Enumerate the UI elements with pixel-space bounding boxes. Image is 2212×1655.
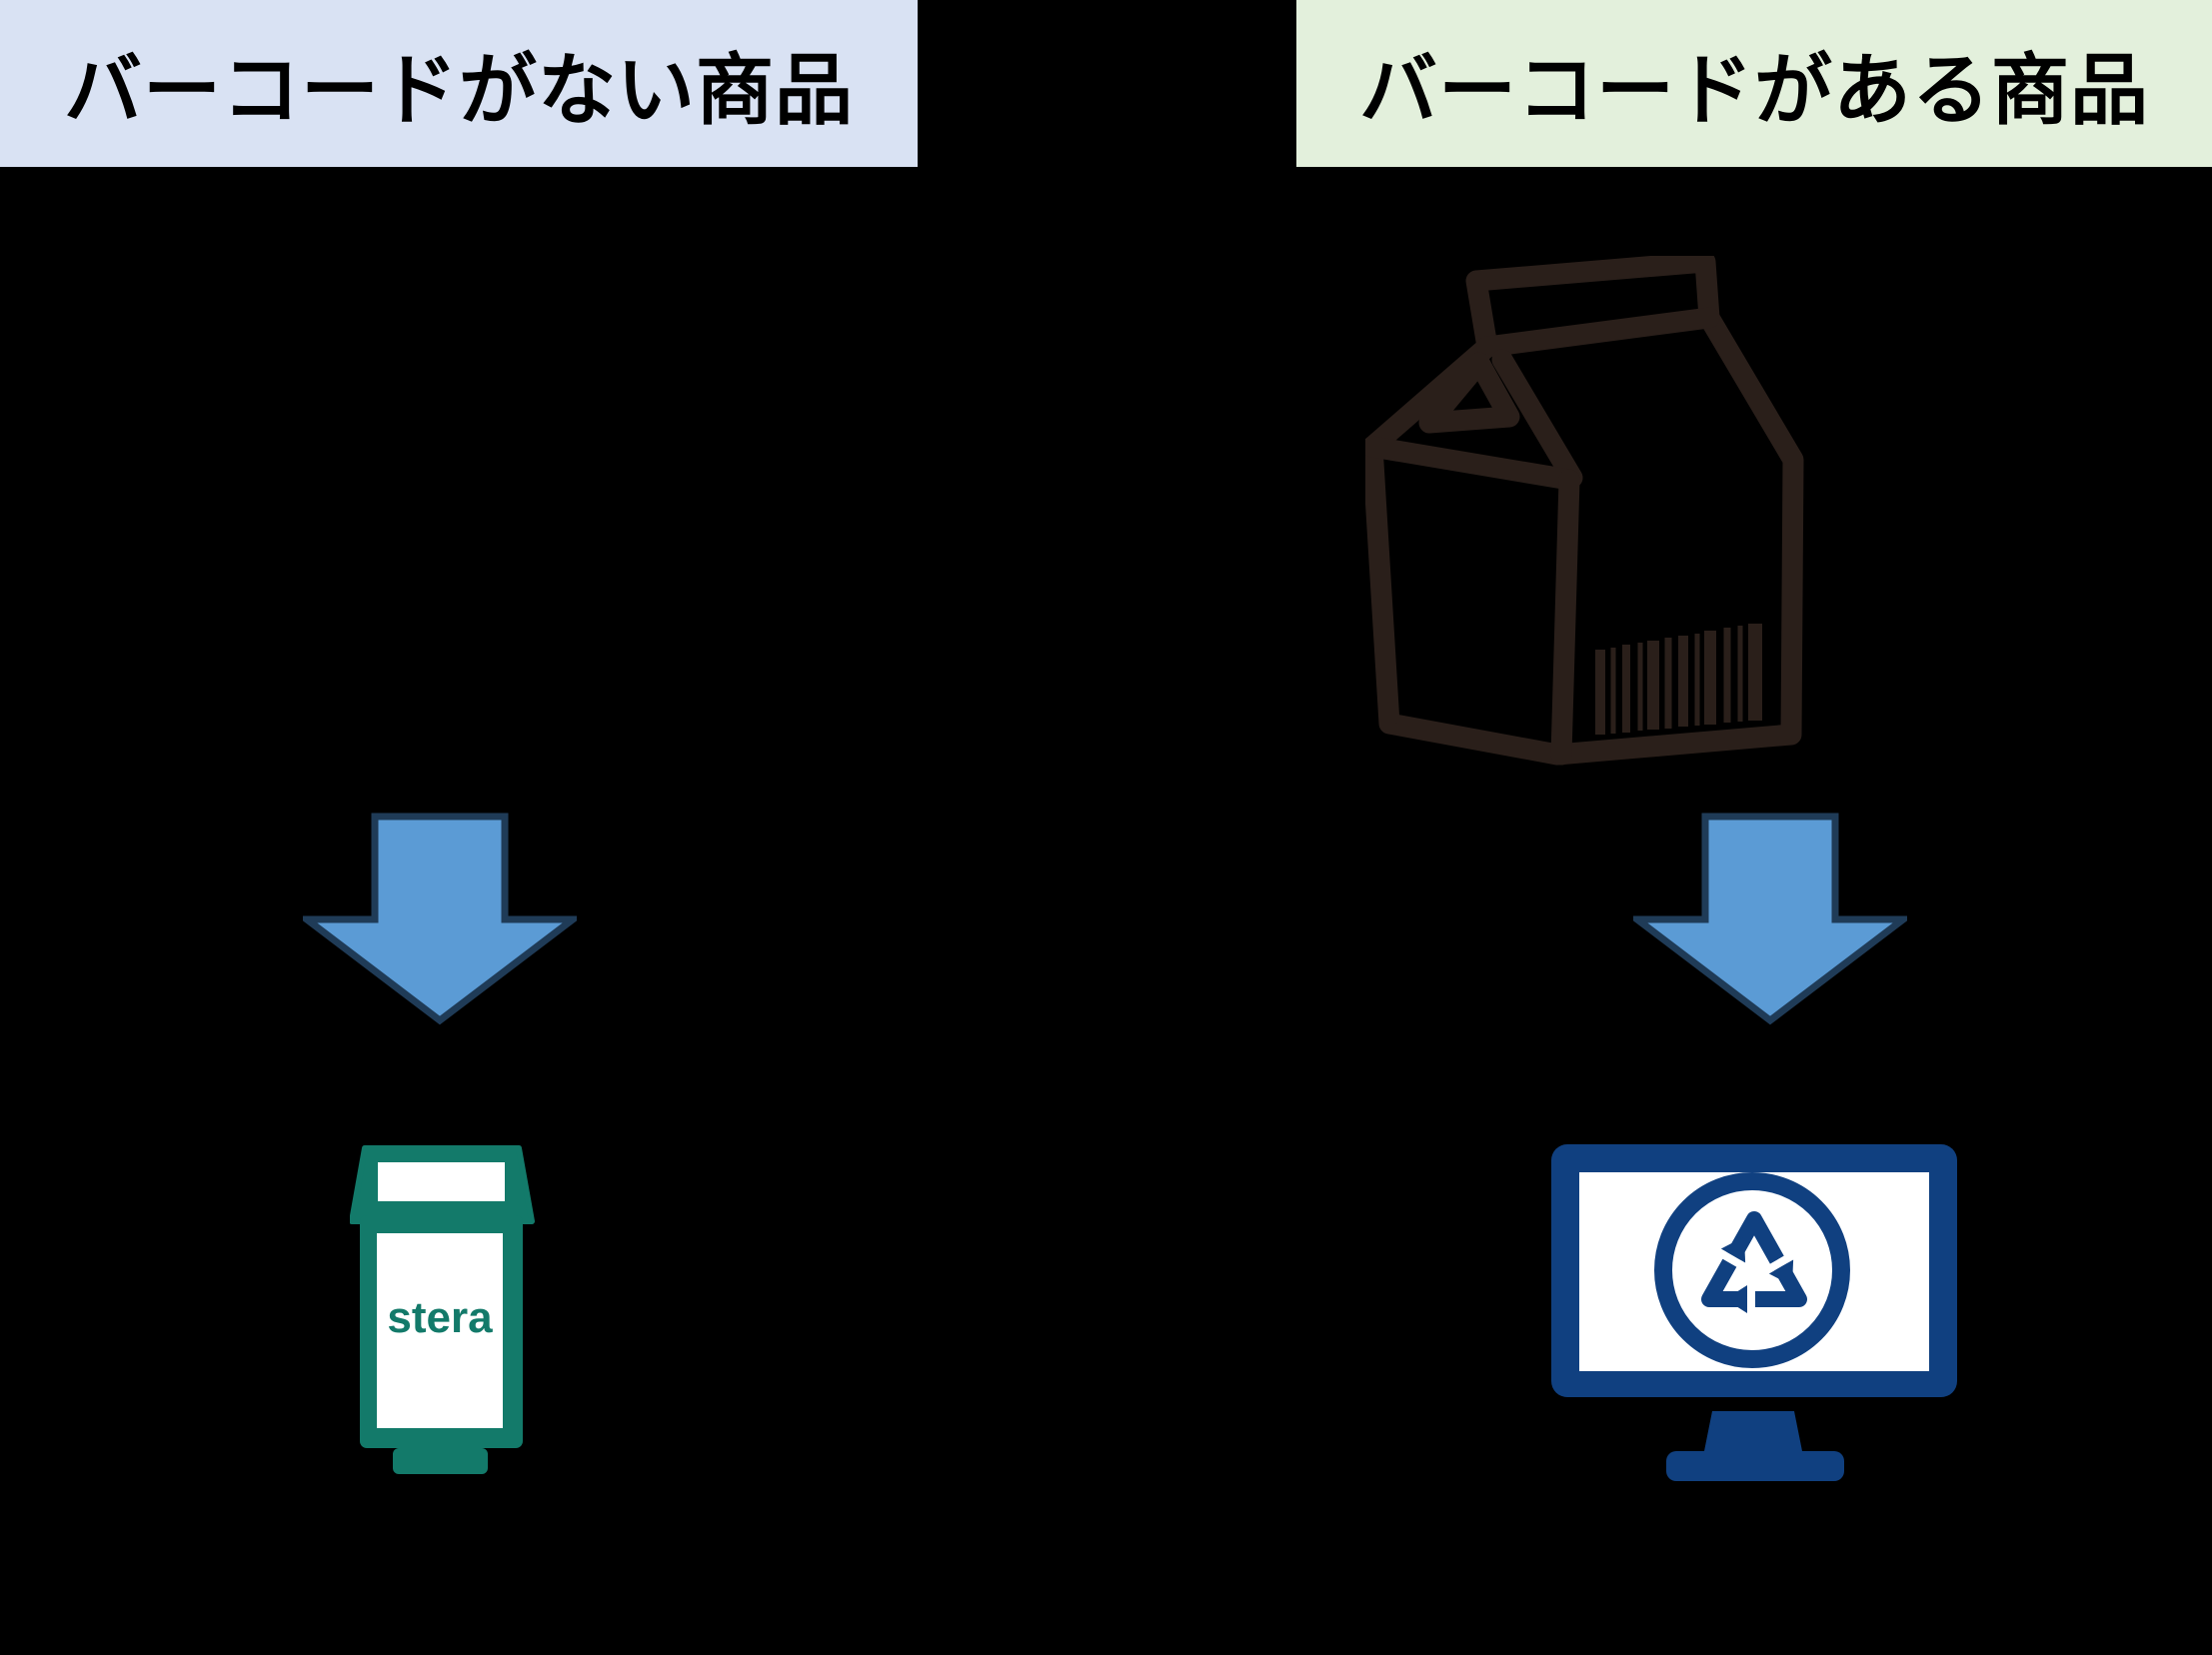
header-no-barcode: バーコードがない商品 [0, 0, 918, 167]
recycle-logo-icon [1654, 1172, 1850, 1368]
stera-terminal-label: stera [387, 1293, 493, 1342]
milk-carton-outline [1365, 256, 1804, 766]
barcode-icon [1595, 624, 1762, 735]
down-arrow-right-icon [1633, 813, 1907, 1025]
down-arrow-shape [303, 813, 577, 1025]
monitor-screen [1579, 1172, 1929, 1371]
down-arrow-shape [1633, 813, 1907, 1025]
header-has-barcode-label: バーコードがある商品 [1358, 45, 2149, 134]
header-no-barcode-label: バーコードがない商品 [63, 45, 854, 134]
milk-carton-icon [1365, 256, 1804, 766]
stera-terminal-icon: stera [350, 1145, 535, 1474]
monitor-icon [1551, 1144, 1957, 1481]
monitor-frame [1551, 1144, 1957, 1481]
header-has-barcode: バーコードがある商品 [1296, 0, 2212, 167]
down-arrow-left-icon [303, 813, 577, 1025]
stera-terminal-body [350, 1145, 535, 1474]
